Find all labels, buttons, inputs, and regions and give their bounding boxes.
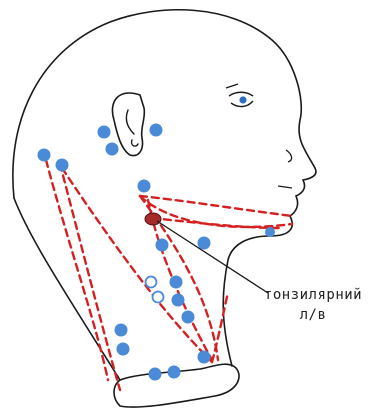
lymph-node [156,239,169,252]
lymph-node-hollow [146,277,157,288]
lymph-node [265,227,275,237]
dash-line-jaw-upper [140,196,292,216]
lymph-node-hollow [153,292,164,303]
lymph-node [198,237,211,250]
dash-line-jaw-inner [152,218,280,228]
tonsillar-node [145,213,161,225]
dash-line-posterior-outer [60,164,120,390]
ear-inner [126,110,138,146]
mouth-mark [278,186,292,188]
lymph-node [115,324,128,337]
lymph-node [117,343,130,356]
dash-line-posterior-inner [62,168,212,362]
label-line-1: тонзилярний [257,285,369,305]
label-line-2: л/в [257,305,369,325]
lymph-node [168,366,181,379]
lymph-node [56,159,69,172]
eye-icon [226,84,253,107]
lymph-node [138,180,151,193]
lymph-node [106,143,119,156]
lymph-node [150,124,163,137]
lymph-node [149,368,162,381]
lymph-node [98,126,111,139]
back-neck-outline [14,198,120,380]
dash-line-supraclavicular [212,292,228,362]
tonsillar-node-label: тонзилярний л/в [257,285,369,325]
dash-line-jaw-lower [140,196,292,227]
lymph-drainage-lines [46,160,292,390]
lymph-node [182,311,195,324]
lymph-node [38,149,51,162]
lymph-node [170,276,183,289]
nostril-mark [286,150,292,162]
lymph-node [198,351,211,364]
lymph-node [172,294,185,307]
